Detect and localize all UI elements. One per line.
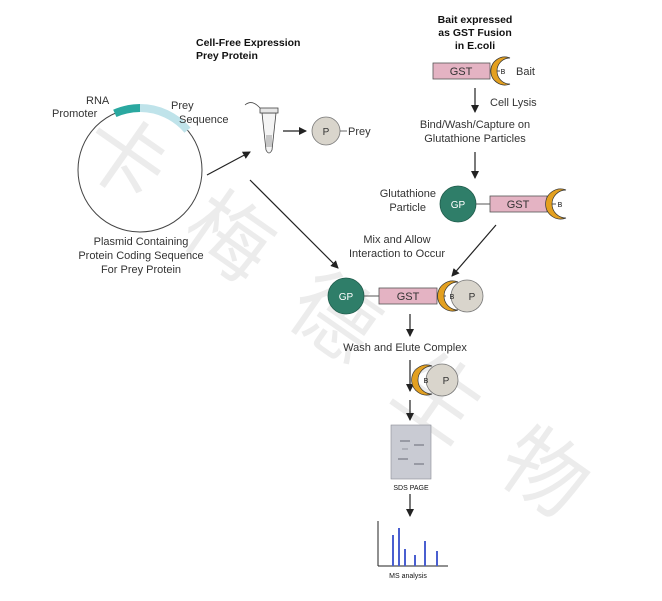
gp-glyph: GP (451, 200, 466, 211)
plasmid-label-line2: Protein Coding Sequence (78, 250, 203, 262)
sds-page-gel (390, 424, 432, 480)
bait-title-line3: in E.coli (455, 40, 495, 52)
arrow-plasmid-to-tube (206, 151, 251, 176)
bait-crescent-icon (490, 56, 511, 86)
glutathione-label: Glutathione (380, 188, 436, 200)
prey-seq-label-line1: Prey (171, 100, 194, 112)
bait-b-glyph: B (450, 294, 455, 301)
bait-label: Bait (516, 66, 535, 78)
prey-protein: P (311, 116, 341, 146)
prey-label: Prey (348, 126, 371, 138)
prey-protein (450, 279, 484, 313)
bait-b-glyph: B (558, 202, 563, 209)
bait-crescent-icon (545, 188, 567, 220)
prey-p-glyph: P (323, 127, 330, 138)
wash-elute-label: Wash and Elute Complex (343, 342, 467, 354)
prey-p-glyph: P (469, 292, 476, 303)
watermark-char: 物 (481, 409, 606, 537)
bait-crescent-icon (411, 364, 433, 396)
eluted-complex: P B (411, 363, 459, 397)
tube-icon (244, 102, 279, 154)
gp-glyph: GP (339, 292, 354, 303)
bait-crescent-icon (437, 280, 459, 312)
bait-b-glyph: B (424, 378, 429, 385)
bait-b-glyph: B (501, 69, 506, 76)
sds-page-label: SDS PAGE (393, 485, 429, 492)
mix-allow-line1: Mix and Allow (363, 234, 430, 246)
gst-glyph: GST (397, 291, 420, 303)
bind-wash-line2: Glutathione Particles (424, 133, 526, 145)
mix-allow-line2: Interaction to Occur (349, 248, 445, 260)
prey-seq-label-line2: Sequence (179, 114, 229, 126)
promoter-segment (113, 104, 141, 118)
plasmid-label-line3: For Prey Protein (101, 264, 181, 276)
plasmid (77, 104, 203, 233)
bait-prey-complex: GP GST P B (327, 277, 484, 315)
gst-glyph: GST (507, 199, 530, 211)
prey-sequence-segment (139, 104, 191, 133)
bait-title-line1: Bait expressed (438, 14, 513, 26)
watermark-char: 德 (271, 254, 396, 382)
bait-title-line2: as GST Fusion (438, 27, 512, 39)
cell-lysis-label: Cell Lysis (490, 97, 537, 109)
prey-p-glyph: P (443, 376, 450, 387)
bind-wash-line1: Bind/Wash/Capture on (420, 119, 530, 131)
arrow-particle-to-complex (451, 224, 497, 277)
prey-protein (425, 363, 459, 397)
promoter-label: Promoter (52, 108, 98, 120)
ms-spectrum (377, 521, 448, 567)
particle-bound-bait: GP GST B (439, 185, 567, 223)
ms-analysis-label: MS analysis (389, 573, 427, 580)
cell-free-title-line2: Prey Protein (196, 50, 258, 62)
rna-label: RNA (86, 95, 110, 107)
gst-glyph: GST (450, 66, 473, 78)
gst-bait-fusion: GST B (432, 56, 511, 86)
watermark: 卡 梅 德 生 物 (61, 94, 606, 537)
particle-label: Particle (389, 202, 426, 214)
arrow-plasmid-to-complex (249, 179, 339, 269)
plasmid-label-line1: Plasmid Containing (94, 236, 189, 248)
cell-free-title-line1: Cell-Free Expression (196, 37, 300, 49)
